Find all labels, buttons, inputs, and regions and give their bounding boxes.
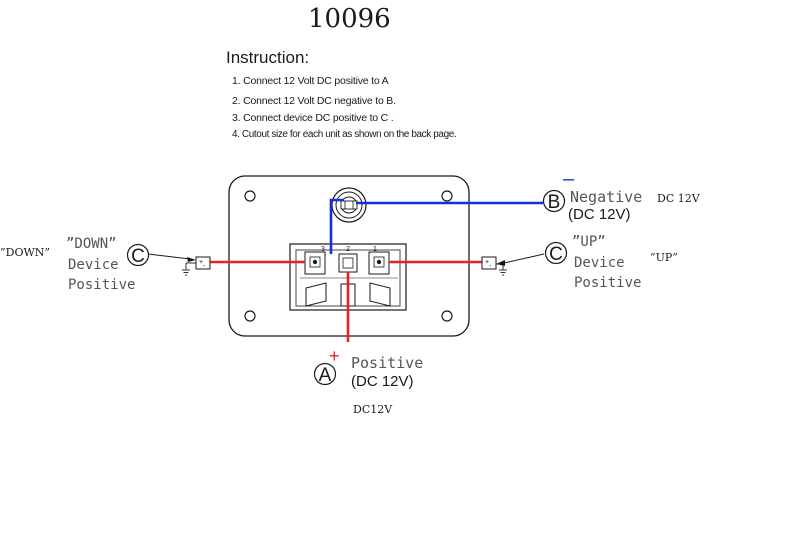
svg-text:+: + xyxy=(485,259,489,266)
pin-label-3: 3 xyxy=(321,246,325,253)
leader-line-down xyxy=(147,253,191,260)
terminal-a-label-2: (DC 12V) xyxy=(351,373,414,390)
terminal-c-down-letter: C xyxy=(131,246,145,267)
instruction-step-3: 3. Connect device DC positive to C . xyxy=(232,112,393,124)
svg-text:+: + xyxy=(199,259,203,266)
terminal-c-down-label-3: Positive xyxy=(68,277,135,293)
terminal-b-label-1: Negative xyxy=(570,188,642,206)
terminal-b-marker xyxy=(542,189,566,213)
terminal-c-down-marker xyxy=(126,243,150,267)
leader-arrow-down xyxy=(187,257,196,262)
terminal-b-note: DC 12V xyxy=(657,192,701,205)
instruction-heading: Instruction: xyxy=(226,48,309,67)
pin-label-1: 1 xyxy=(373,246,377,253)
terminal-b-letter: B xyxy=(548,192,561,213)
pin-label-2: 2 xyxy=(346,246,350,253)
leader-line-up xyxy=(503,253,545,264)
mounting-hole-top-left xyxy=(244,190,256,202)
down-device-symbol: + - xyxy=(182,256,211,276)
terminal-a-marker xyxy=(313,362,337,386)
terminal-c-up-letter: C xyxy=(549,244,563,265)
instruction-step-2: 2. Connect 12 Volt DC negative to B. xyxy=(232,95,396,107)
instruction-step-1: 1. Connect 12 Volt DC positive to A xyxy=(232,75,389,87)
instruction-step-4: 4. Cutout size for each unit as shown on… xyxy=(232,129,456,140)
svg-text:-: - xyxy=(203,263,206,270)
terminal-b-sign: – xyxy=(563,168,575,190)
terminal-a-label-1: Positive xyxy=(351,354,423,372)
negative-wire xyxy=(329,198,344,254)
up-device-symbol: + - xyxy=(481,256,507,276)
mounting-hole-bottom-left xyxy=(244,310,256,322)
terminal-c-up-quote: ”UP” xyxy=(650,251,678,264)
terminal-c-down-label-2: Device xyxy=(68,257,119,273)
diagram-title: 10096 xyxy=(308,4,391,34)
terminal-c-down-label-1: ”DOWN” xyxy=(66,236,117,252)
indicator-led xyxy=(331,187,367,223)
terminal-b-label-2: (DC 12V) xyxy=(568,206,631,223)
terminal-a-letter: A xyxy=(319,365,332,386)
mounting-hole-bottom-right xyxy=(441,310,453,322)
terminal-a-note: DC12V xyxy=(353,403,393,416)
leader-arrow-up xyxy=(496,260,505,266)
terminal-c-up-label-3: Positive xyxy=(574,275,641,291)
switch-terminal-common xyxy=(338,253,358,273)
terminal-a-sign: + xyxy=(329,346,340,366)
mounting-hole-top-right xyxy=(441,190,453,202)
terminal-c-up-label-2: Device xyxy=(574,255,625,271)
svg-text:-: - xyxy=(489,263,492,270)
terminal-c-down-quote: ”DOWN” xyxy=(0,246,50,259)
terminal-c-up-marker xyxy=(544,241,568,265)
terminal-c-up-label-1: ”UP” xyxy=(572,234,606,250)
